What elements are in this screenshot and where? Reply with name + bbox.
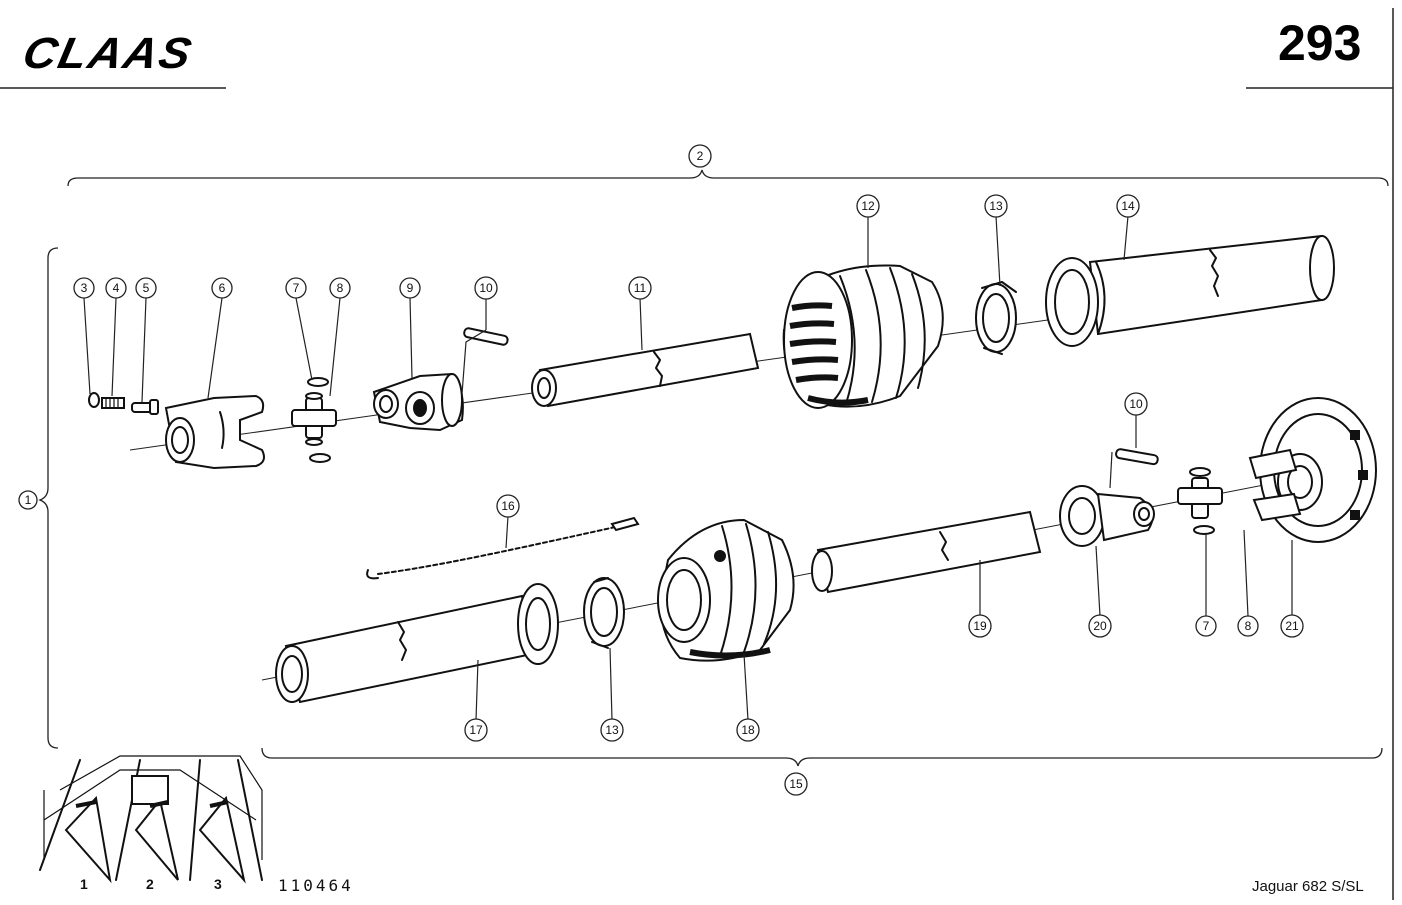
callout-5: 5 xyxy=(135,277,157,299)
part-3-ring xyxy=(88,392,100,408)
part-16-safety-chain xyxy=(366,516,640,580)
callout-9: 9 xyxy=(399,277,421,299)
part-19-inner-tube xyxy=(811,510,1042,594)
callout-16: 16 xyxy=(496,494,520,518)
callout-8-upper-label: 8 xyxy=(337,281,344,295)
callout-20-label: 20 xyxy=(1093,619,1107,633)
part-7-8-cross-kit-upper xyxy=(291,377,337,463)
callout-5-label: 5 xyxy=(143,281,150,295)
callout-8-lower: 8 xyxy=(1237,615,1259,637)
assembly-bracket-15 xyxy=(261,747,1383,767)
callout-1-label: 1 xyxy=(25,493,32,507)
callout-2: 2 xyxy=(688,144,712,168)
callout-18-label: 18 xyxy=(741,723,755,737)
callout-10-upper: 10 xyxy=(474,276,498,300)
callout-11-label: 11 xyxy=(634,281,647,295)
callout-6-label: 6 xyxy=(219,281,226,295)
callout-17: 17 xyxy=(464,718,488,742)
leader-lines xyxy=(83,215,1293,721)
callout-7-upper-label: 7 xyxy=(293,281,300,295)
callout-7-upper: 7 xyxy=(285,277,307,299)
part-12-protection-cone xyxy=(782,264,944,409)
callout-8-upper: 8 xyxy=(329,277,351,299)
part-14-outer-guard-tube xyxy=(1045,234,1335,347)
assembly-bracket-2 xyxy=(67,169,1389,187)
callout-16-label: 16 xyxy=(501,499,515,513)
drawing-number: 110464 xyxy=(278,876,354,895)
claas-logo: CLAAS xyxy=(10,16,230,77)
callout-9-label: 9 xyxy=(407,281,414,295)
callout-15: 15 xyxy=(784,772,808,796)
callout-18: 18 xyxy=(736,718,760,742)
brand-wordmark: CLAAS xyxy=(18,28,198,78)
callout-12: 12 xyxy=(856,194,880,218)
callout-20: 20 xyxy=(1088,614,1112,638)
callout-13-lower-label: 13 xyxy=(605,723,619,737)
part-9-profile-yoke xyxy=(372,372,464,432)
callout-10-lower: 10 xyxy=(1124,392,1148,416)
part-7-8-cross-kit-lower xyxy=(1177,467,1223,535)
part-21-overload-clutch xyxy=(1248,397,1377,543)
row-label-2: 2 xyxy=(146,876,154,892)
part-18-protection-cone xyxy=(657,518,795,662)
part-11-inner-tube xyxy=(531,332,760,408)
part-13-bearing-ring-lower xyxy=(583,577,625,649)
machine-model: Jaguar 682 S/SL xyxy=(1252,878,1364,895)
part-6-yoke xyxy=(164,394,265,470)
callout-19-label: 19 xyxy=(973,619,987,633)
callout-14-label: 14 xyxy=(1121,199,1135,213)
callout-8-lower-label: 8 xyxy=(1245,619,1252,633)
callout-11: 11 xyxy=(628,276,652,300)
part-10-roll-pin-lower xyxy=(1115,448,1159,466)
callout-10-upper-label: 10 xyxy=(479,281,493,295)
callout-1: 1 xyxy=(18,490,38,510)
part-5-pin xyxy=(131,399,159,415)
callout-15-label: 15 xyxy=(789,777,803,791)
callout-14: 14 xyxy=(1116,194,1140,218)
part-17-outer-tube xyxy=(275,583,559,704)
part-10-roll-pin-upper xyxy=(463,327,509,346)
callout-13-upper: 13 xyxy=(984,194,1008,218)
page-frame xyxy=(0,8,1394,900)
callout-10-lower-label: 10 xyxy=(1129,397,1143,411)
header-location-thumbnail xyxy=(39,755,263,884)
callout-2-label: 2 xyxy=(697,149,704,163)
part-4-spring xyxy=(101,397,125,409)
page-number: 293 xyxy=(1278,15,1362,71)
callout-21: 21 xyxy=(1280,614,1304,638)
callout-21-label: 21 xyxy=(1285,619,1299,633)
callout-12-label: 12 xyxy=(861,199,875,213)
callout-17-label: 17 xyxy=(469,723,483,737)
callout-4: 4 xyxy=(105,277,127,299)
part-13-bearing-ring-upper xyxy=(975,281,1017,355)
part-20-profile-yoke xyxy=(1059,485,1155,547)
row-label-1: 1 xyxy=(80,876,88,892)
callout-4-label: 4 xyxy=(113,281,120,295)
callout-13-lower: 13 xyxy=(600,718,624,742)
callout-3-label: 3 xyxy=(81,281,88,295)
row-label-3: 3 xyxy=(214,876,222,892)
callout-19: 19 xyxy=(968,614,992,638)
callout-7-lower: 7 xyxy=(1195,615,1217,637)
assembly-bracket-1 xyxy=(38,247,59,749)
callout-13-upper-label: 13 xyxy=(989,199,1003,213)
callout-7-lower-label: 7 xyxy=(1203,619,1210,633)
callout-3: 3 xyxy=(73,277,95,299)
callout-6: 6 xyxy=(211,277,233,299)
